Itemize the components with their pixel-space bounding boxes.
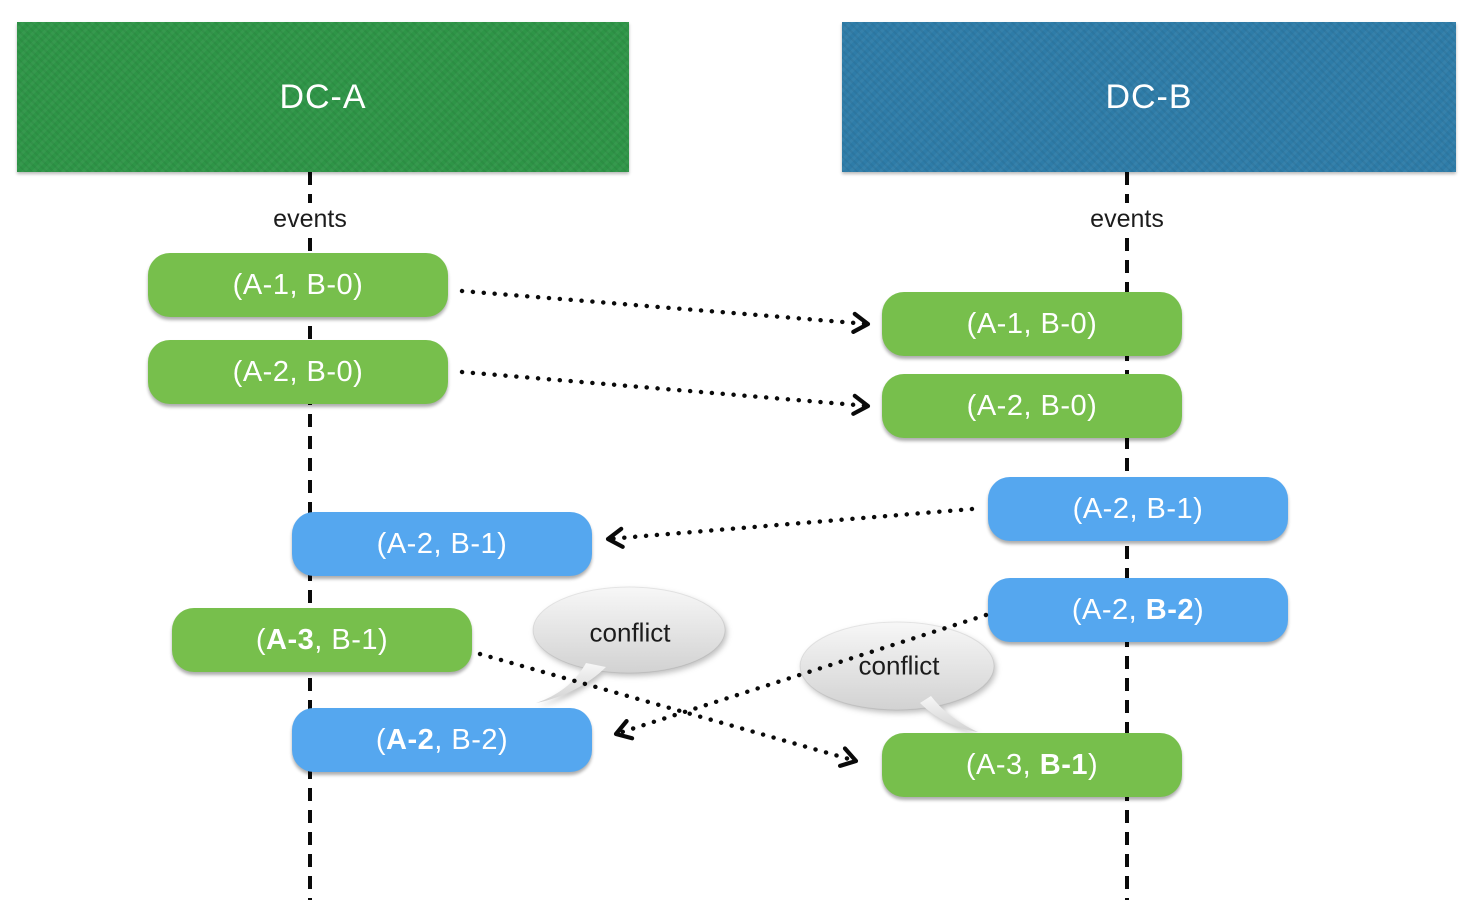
pill-text: (A-2, B-0): [966, 389, 1098, 422]
event-pill-dcb-a2-b1: (A-2, B-1): [988, 477, 1288, 541]
pill-text: (A-2, B-0): [232, 355, 364, 388]
pill-text: ): [1087, 748, 1099, 781]
pill-text: (A-2, B-1): [1072, 492, 1204, 525]
pill-text: (: [375, 723, 387, 756]
event-pill-dcb-a1-b0: (A-1, B-0): [882, 292, 1182, 356]
bubble-tail-1: [536, 663, 606, 703]
event-pill-dca-a1-b0: (A-1, B-0): [148, 253, 448, 317]
event-pill-dca-a2-b1: (A-2, B-1): [292, 512, 592, 576]
event-pill-dca-a2-b2: (A-2, B-2): [292, 708, 592, 772]
pill-text: (A-3,: [965, 748, 1040, 781]
event-pill-dcb-a2-b2: (A-2, B-2): [988, 578, 1288, 642]
pill-text-bold: A-2: [386, 723, 435, 756]
event-pill-dca-a3-b1: (A-3, B-1): [172, 608, 472, 672]
pill-text: (A-2,: [1071, 593, 1146, 626]
arrow-replicate-a2b1: [605, 506, 975, 549]
event-pill-dcb-a3-b1: (A-3, B-1): [882, 733, 1182, 797]
dc-a-title: DC-A: [279, 77, 367, 116]
pill-text-bold: A-3: [266, 623, 315, 656]
pill-text: , B-1): [314, 623, 389, 656]
bubble-tail-2: [920, 696, 978, 732]
arrow-replicate-a2b0: [459, 369, 871, 416]
conflict-label-1: conflict: [589, 617, 671, 648]
pill-text: , B-2): [434, 723, 509, 756]
pill-text: (: [255, 623, 267, 656]
event-pill-dcb-a2-b0: (A-2, B-0): [882, 374, 1182, 438]
pill-text: (A-2, B-1): [376, 527, 508, 560]
event-pill-dca-a2-b0: (A-2, B-0): [148, 340, 448, 404]
dc-b-box: DC-B: [842, 22, 1456, 172]
events-label-dc-b: events: [1080, 203, 1174, 236]
pill-text-bold: B-2: [1145, 593, 1194, 626]
pill-text: (A-1, B-0): [232, 268, 364, 301]
events-label-dc-a: events: [263, 203, 357, 236]
dc-b-title: DC-B: [1105, 77, 1193, 116]
pill-text: ): [1193, 593, 1205, 626]
pill-text-bold: B-1: [1039, 748, 1088, 781]
dc-a-box: DC-A: [17, 22, 629, 172]
pill-text: (A-1, B-0): [966, 307, 1098, 340]
arrow-replicate-a1b0: [459, 288, 871, 334]
conflict-label-2: conflict: [858, 650, 940, 681]
